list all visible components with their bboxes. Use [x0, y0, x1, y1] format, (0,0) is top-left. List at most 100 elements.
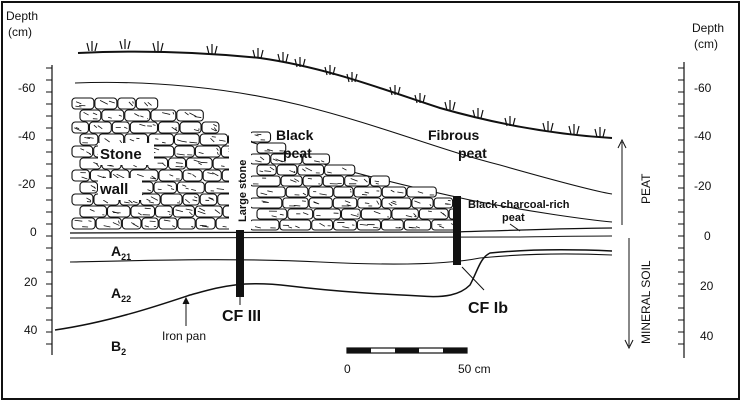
- stone-block: [135, 97, 159, 110]
- iron-pan-arrowhead: [182, 296, 190, 305]
- stone-block: [167, 157, 187, 170]
- grass-tuft: [542, 121, 554, 132]
- fibrous-peat-boundary: [74, 81, 613, 195]
- stone-texture: [211, 128, 217, 132]
- stone-block: [360, 208, 392, 220]
- stone-texture: [74, 219, 83, 222]
- grass-tuft: [444, 100, 456, 111]
- grass-tuft: [414, 93, 426, 104]
- wall-label: wall: [99, 181, 128, 198]
- stone-texture: [128, 101, 134, 107]
- stone-texture: [272, 158, 278, 162]
- stone-texture: [161, 162, 166, 167]
- stone-texture: [207, 172, 214, 175]
- right-tick-label: -60: [694, 81, 712, 95]
- stone-texture: [118, 114, 122, 117]
- stone-texture: [197, 162, 202, 166]
- stone-block: [369, 175, 390, 187]
- stone-block: [130, 205, 156, 218]
- stone-block: [106, 205, 131, 218]
- stone-block: [140, 193, 161, 206]
- stone-texture: [187, 172, 192, 175]
- stone-block: [173, 133, 200, 146]
- stone-block: [302, 175, 323, 187]
- stone-texture: [134, 113, 140, 117]
- stone-texture: [364, 202, 370, 204]
- stone-texture: [427, 210, 432, 213]
- left-tick-label: -60: [18, 81, 36, 95]
- stone-block: [276, 164, 298, 176]
- stone-texture: [84, 137, 91, 140]
- stone-texture: [189, 141, 198, 144]
- stone-block: [71, 193, 94, 206]
- stone-block: [194, 145, 221, 158]
- stone-texture: [144, 207, 151, 210]
- stone-texture: [112, 222, 120, 226]
- stone-block: [172, 205, 195, 218]
- stone-texture: [213, 124, 218, 127]
- stone-block: [71, 121, 89, 134]
- stone-texture: [81, 176, 88, 180]
- stone-texture: [191, 188, 197, 191]
- stone-block: [285, 186, 309, 198]
- stone-texture: [152, 124, 156, 126]
- stone-texture: [413, 213, 417, 217]
- grass-tuft: [389, 85, 401, 96]
- black-peat-label-line2: peat: [283, 145, 312, 161]
- stone-block: [256, 208, 288, 220]
- stone-block: [411, 197, 434, 209]
- grass-tuft: [594, 127, 606, 138]
- stone-texture: [153, 147, 160, 151]
- stone-texture: [388, 202, 393, 207]
- grass-tuft: [86, 41, 98, 52]
- stone-block: [256, 142, 287, 154]
- core-cf3-label: CF III: [222, 308, 261, 325]
- stone-block: [71, 97, 95, 110]
- stone-texture: [216, 152, 219, 156]
- stone-block: [356, 219, 382, 231]
- stone-texture: [92, 112, 98, 116]
- stone-texture: [294, 178, 300, 182]
- stone-texture: [216, 147, 219, 151]
- stone-texture: [171, 126, 178, 132]
- stone-texture: [75, 127, 80, 129]
- stone-block: [129, 121, 159, 134]
- stone-texture: [259, 156, 265, 161]
- stone-texture: [364, 191, 370, 194]
- stone-texture: [90, 200, 92, 202]
- stone-texture: [192, 174, 197, 178]
- charcoal-label-line2: peat: [502, 212, 525, 224]
- interface-line-lower: [69, 235, 613, 239]
- stone-texture: [144, 102, 149, 107]
- stone-block: [406, 186, 437, 198]
- stone-block: [313, 208, 342, 220]
- stone-texture: [191, 225, 194, 228]
- stone-block: [79, 133, 99, 146]
- stone-block: [179, 121, 202, 134]
- stone-texture: [390, 189, 395, 193]
- b2-label: B2: [111, 338, 126, 357]
- stone-texture: [155, 138, 159, 140]
- stone-texture: [302, 212, 309, 216]
- stone-block: [308, 197, 333, 209]
- stone-block: [71, 217, 96, 230]
- stone-texture: [175, 209, 184, 213]
- stone-texture: [194, 116, 202, 118]
- stone-texture: [440, 211, 445, 216]
- stone-texture: [112, 173, 118, 178]
- stone-texture: [261, 200, 269, 203]
- stone-texture: [208, 197, 214, 200]
- core-cf1b-bar: [453, 196, 461, 265]
- stone-texture: [107, 165, 114, 167]
- stone-texture: [176, 153, 185, 156]
- stone-texture: [137, 212, 142, 216]
- grass-tuft: [294, 57, 306, 68]
- right-axis-title-depth: Depth: [692, 21, 724, 35]
- stone-texture: [342, 226, 350, 229]
- stone-texture: [414, 200, 421, 204]
- stone-texture: [341, 167, 347, 171]
- stone-texture: [327, 171, 332, 174]
- stone-texture: [167, 210, 171, 213]
- stone-texture: [185, 208, 193, 211]
- stone-block: [79, 109, 102, 122]
